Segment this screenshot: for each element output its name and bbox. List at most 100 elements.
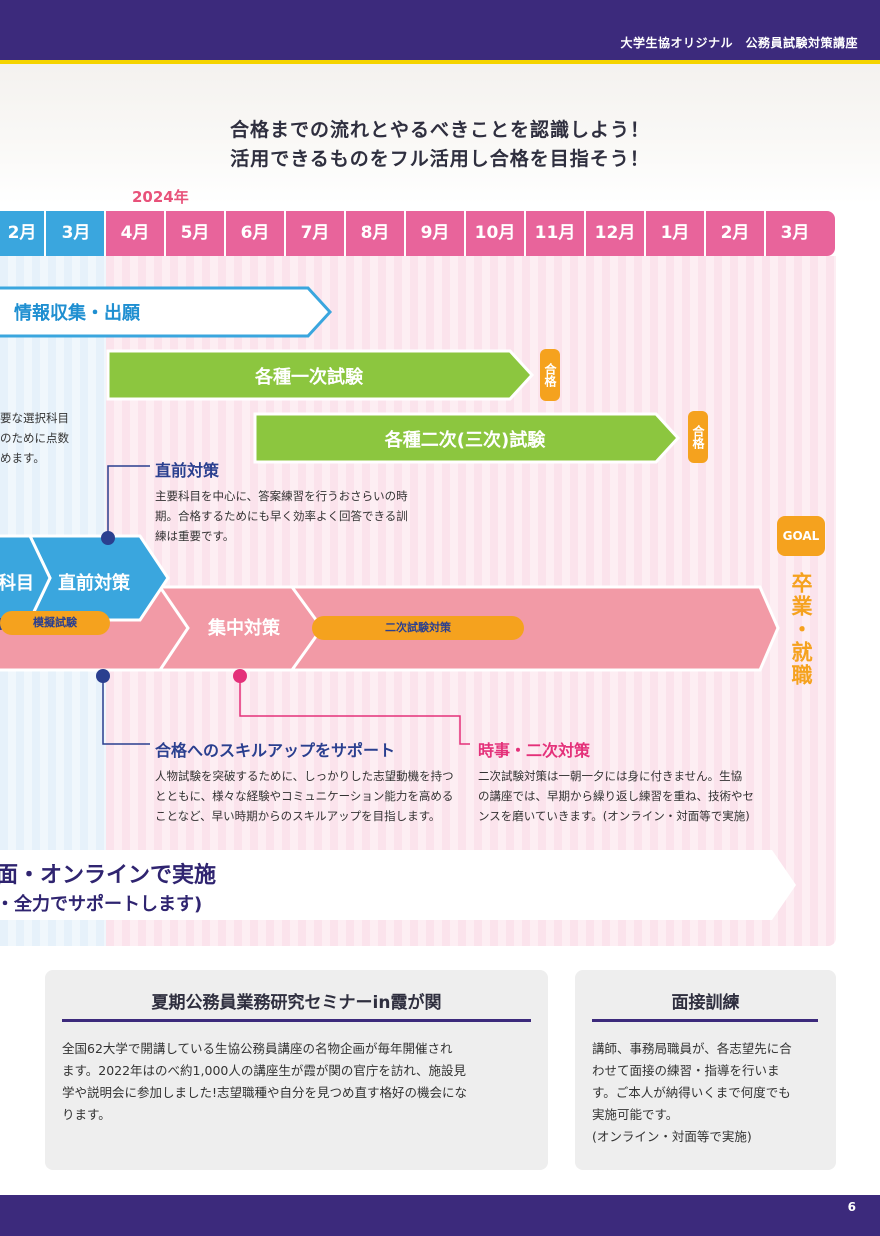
niji-pill: 二次試験対策 [312,616,524,640]
bottom-white-arrow [0,850,796,920]
year-label: 2024年 [132,188,189,206]
chokuzen-desc-line: 主要科目を中心に、答案練習を行うおさらいの時 [155,489,408,503]
pass-badge-2: 合格 [688,411,708,463]
skill-connector [102,676,150,745]
interview-rule [592,1019,818,1022]
jiji-title: 時事・二次対策 [478,741,591,760]
interview-body: 講師、事務局職員が、各志望先に合 わせて面接の練習・指導を行いま す。ご本人が納… [592,1038,824,1148]
chokuzen-desc-line: 練は重要です。 [155,529,235,543]
left-chevron [0,534,52,622]
skill-desc-line: ことなど、早い時期からのスキルアップを目指します。 [155,809,441,823]
shuchu-chevron [157,585,324,672]
month-cell: 3月 [780,223,810,243]
bottom-line-1: 面・オンラインで実施 [0,863,217,888]
month-cell: 11月 [534,223,576,243]
hero-background [0,64,880,204]
skill-desc-line: 人物試験を突破するために、しっかりした志望動機を持つ [155,769,454,783]
month-divider [284,211,286,256]
info-arrow [0,286,333,338]
seminar-body-line: 全国62大学で開講している生協公務員講座の名物企画が毎年開催され [62,1041,453,1056]
interview-body-line: (オンライン・対面等で実施) [592,1129,752,1144]
second-exam-arrow [253,412,681,464]
seminar-body-line: ます。2022年はのべ約1,000人の講座生が霞が関の官庁を訪れ、施設見 [62,1063,466,1078]
chokuzen-desc-line: 期。合格するためにも早く効率よく回答できる訓 [155,509,408,523]
header-stripe [0,60,880,64]
interview-box [575,970,836,1170]
chokuzen-chevron-label: 直前対策 [58,573,130,594]
chokuzen-connector [107,465,150,538]
mock-exam-pill: 模擬試験 [0,611,110,635]
pass-badge-1: 合格 [540,349,560,401]
header-bar [0,0,880,60]
seminar-body-line: ります。 [62,1107,111,1122]
interview-title: 面接訓練 [671,993,740,1013]
month-divider [764,211,766,256]
month-cell: 12月 [594,223,636,243]
jiji-dot [233,669,247,683]
chokuzen-dot [101,531,115,545]
seminar-rule [62,1019,531,1022]
jiji-connector [239,676,470,745]
seminar-title: 夏期公務員業務研究セミナーin霞が関 [151,993,442,1013]
month-divider [404,211,406,256]
goal-badge: GOAL [777,516,825,556]
month-cell: 7月 [300,223,330,243]
left-chevron-label: 科目 [0,573,34,594]
timeline-graphics [0,286,796,920]
month-cell: 5月 [180,223,210,243]
month-bar [0,211,835,256]
info-label: 情報収集・出願 [14,303,140,324]
month-cell: 2月 [720,223,750,243]
month-divider [164,211,166,256]
interview-body-line: 実施可能です。 [592,1107,679,1122]
intro-line-2: 活用できるものをフル活用し合格を目指そう！ [230,148,650,170]
page-number: 6 [847,1200,856,1214]
jiji-desc: 二次試験対策は一朝一夕には身に付きません。生協 の講座では、早期から繰り返し練習… [478,766,754,826]
seminar-body-line: 学や説明会に参加しました!志望職種や自分を見つめ直す格好の機会にな [62,1085,468,1100]
jiji-desc-line: ンスを磨いていきます。(オンライン・対面等で実施) [478,809,750,823]
month-cell: 2月 [0,211,44,256]
chokuzen-title: 直前対策 [155,461,220,480]
partial-left-desc: 要な選択科目 のために点数 めます。 [0,408,69,468]
chokuzen-desc: 主要科目を中心に、答案練習を行うおさらいの時 期。合格するためにも早く効率よく回… [155,486,408,546]
skill-desc-line: とともに、様々な経験やコミュニケーション能力を高める [155,789,454,803]
month-divider [644,211,646,256]
bottom-line-2: ・全力でサポートします) [0,894,203,915]
month-divider [224,211,226,256]
month-cell: 6月 [240,223,270,243]
month-divider [584,211,586,256]
partial-left-line: 要な選択科目 [0,411,69,425]
interview-body-line: 講師、事務局職員が、各志望先に合 [592,1041,792,1056]
month-divider [704,211,706,256]
seminar-body: 全国62大学で開講している生協公務員講座の名物企画が毎年開催され ます。2022… [62,1038,538,1126]
partial-left-line: めます。 [0,451,45,465]
shuchu-label: 集中対策 [208,618,280,639]
month-divider [344,211,346,256]
intro-line-1: 合格までの流れとやるべきことを認識しよう！ [229,119,650,141]
month-divider [524,211,526,256]
month-cell: 3月 [46,211,106,256]
interview-body-line: す。ご本人が納得いくまで何度でも [592,1085,791,1100]
header-title: 大学生協オリジナル 公務員試験対策講座 [620,36,858,50]
month-divider [464,211,466,256]
goal-text: 卒業・就職 [789,572,813,687]
month-cell: 10月 [474,223,516,243]
jiji-desc-line: の講座では、早期から繰り返し練習を重ね、技術やセ [478,789,754,803]
seminar-box [45,970,548,1170]
partial-left-line: のために点数 [0,431,69,445]
interview-body-line: わせて面接の練習・指導を行いま [592,1063,780,1078]
second-exam-label: 各種二次(三次)試験 [384,430,546,451]
month-cell: 1月 [660,223,690,243]
first-exam-arrow [106,349,535,401]
skill-title: 合格へのスキルアップをサポート [155,741,396,760]
skill-dot [96,669,110,683]
month-cell: 8月 [360,223,390,243]
month-divider [44,211,46,256]
footer-bar [0,1195,880,1236]
first-exam-label: 各種一次試験 [255,367,363,388]
month-cell: 4月 [120,223,150,243]
jiji-desc-line: 二次試験対策は一朝一夕には身に付きません。生協 [478,769,743,783]
month-cell: 9月 [420,223,450,243]
month-divider [104,211,106,256]
skill-desc: 人物試験を突破するために、しっかりした志望動機を持つ とともに、様々な経験やコミ… [155,766,454,826]
